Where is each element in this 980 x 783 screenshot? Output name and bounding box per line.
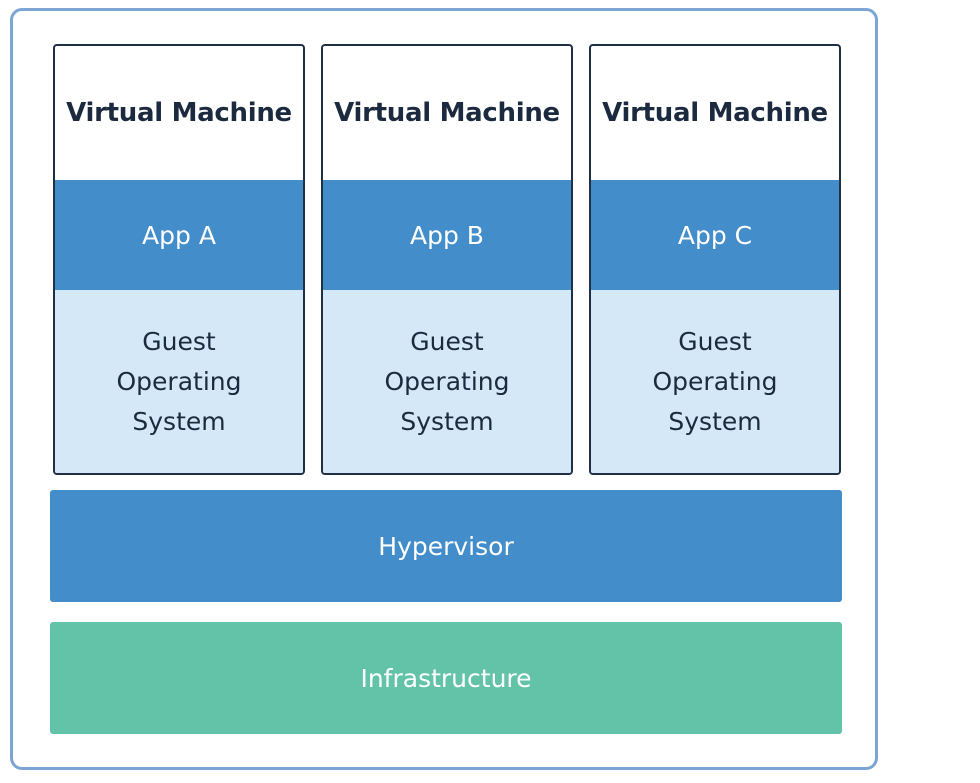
vm-title: Virtual Machine bbox=[66, 98, 292, 128]
guest-os-block: Guest Operating System bbox=[591, 290, 839, 473]
guest-os-block: Guest Operating System bbox=[55, 290, 303, 473]
guest-os-line: System bbox=[132, 406, 226, 436]
guest-os-line: Guest bbox=[678, 326, 752, 356]
guest-os-line: Operating bbox=[652, 366, 778, 396]
guest-os-line: Guest bbox=[142, 326, 216, 356]
app-a-block: App A bbox=[55, 180, 303, 290]
guest-os-line: Operating bbox=[116, 366, 242, 396]
app-c-block: App C bbox=[591, 180, 839, 290]
hypervisor-layer: Hypervisor bbox=[50, 490, 842, 602]
virtual-machine-a: Virtual Machine App A Guest Operating Sy… bbox=[53, 44, 305, 475]
infrastructure-layer: Infrastructure bbox=[50, 622, 842, 734]
vm-title: Virtual Machine bbox=[334, 98, 560, 128]
guest-os-line: Operating bbox=[384, 366, 510, 396]
guest-os-line: System bbox=[400, 406, 494, 436]
app-b-block: App B bbox=[323, 180, 571, 290]
vm-title: Virtual Machine bbox=[602, 98, 828, 128]
virtual-machine-b: Virtual Machine App B Guest Operating Sy… bbox=[321, 44, 573, 475]
guest-os-line: Guest bbox=[410, 326, 484, 356]
guest-os-block: Guest Operating System bbox=[323, 290, 571, 473]
guest-os-line: System bbox=[668, 406, 762, 436]
virtual-machine-c: Virtual Machine App C Guest Operating Sy… bbox=[589, 44, 841, 475]
